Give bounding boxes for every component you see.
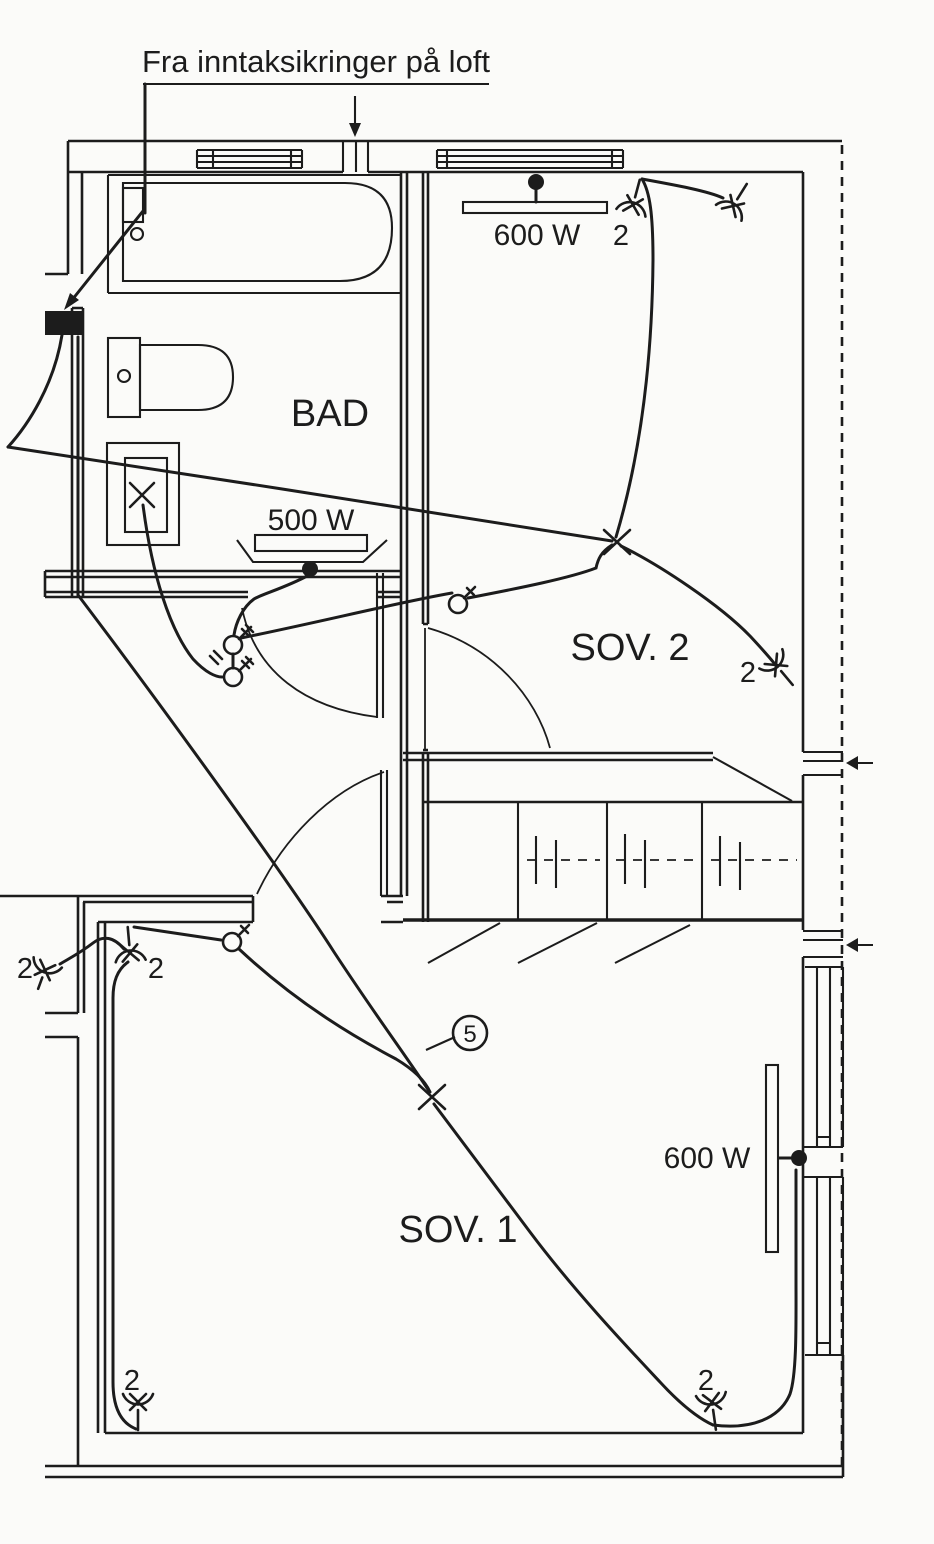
wire-sov1-lamp-to-bottom	[432, 1102, 715, 1427]
circuit-ref-label: 5	[463, 1021, 476, 1048]
title-label: Fra inntaksikringer på loft	[142, 44, 490, 79]
room-label-bathroom: BAD	[291, 393, 369, 435]
room-label-bedroom2: SOV. 2	[570, 627, 689, 669]
wire-bath-lamp-to-switch	[141, 503, 224, 679]
heater-label-bathroom: 500 W	[268, 504, 355, 537]
heater-sov1-right	[764, 1063, 807, 1254]
socket-sov1-bottom-left	[121, 1392, 155, 1432]
heater-label-sov2: 600 W	[494, 219, 581, 252]
lamp-point-sov2	[602, 528, 632, 556]
wire-branch-socket2	[640, 177, 725, 200]
outlet-count-sov1-bottom-left: 2	[124, 1365, 140, 1397]
outlet-count-sov1-inner: 2	[148, 953, 164, 985]
heater-sov2-top	[461, 174, 609, 215]
wire-sov2-lamp-to-right-socket	[619, 544, 776, 665]
outlet-count-sov2-top: 2	[613, 220, 629, 252]
wire-box-to-left-bend	[6, 333, 64, 449]
outlet-count-sov1-outside: 2	[17, 953, 33, 985]
socket-sov2-top	[615, 178, 647, 218]
socket-sov1-bottom-right	[694, 1390, 728, 1432]
heater-bathroom	[236, 533, 388, 577]
wire-sov1-switch-to-lamp	[237, 947, 432, 1094]
heater-label-sov1: 600 W	[664, 1142, 751, 1175]
vent-arrow-top-icon	[846, 756, 873, 770]
junction-box	[45, 311, 83, 335]
switch-sov1	[221, 923, 251, 953]
connection-dot	[528, 174, 544, 190]
switch-sov2	[447, 585, 477, 615]
outlet-count-sov1-bottom-right: 2	[698, 1365, 714, 1397]
wire-left-wall-down	[111, 960, 138, 1431]
vent-arrow-bottom-icon	[846, 938, 873, 952]
circuit-ref-badge: 5	[425, 1014, 489, 1052]
top-windows	[195, 141, 625, 172]
lamp-point-bathroom	[128, 481, 156, 509]
wire-sov2-lamp-to-switch	[466, 543, 614, 600]
wire-bottom-to-heater	[711, 1168, 798, 1428]
interior-walls	[0, 172, 805, 1435]
wire-sov2-lamp-to-wall	[614, 177, 655, 539]
outlet-count-sov2-right: 2	[740, 657, 756, 689]
toilet	[106, 336, 235, 419]
wiring	[6, 177, 798, 1431]
supply-feed	[45, 82, 489, 335]
socket-sov1-inner	[114, 925, 147, 964]
switch-hall-lower	[222, 655, 255, 688]
room-label-bedroom1: SOV. 1	[398, 1209, 517, 1251]
door-bedroom1	[256, 770, 389, 896]
wire-wall-to-sov1-switch	[132, 925, 223, 942]
connection-dot	[791, 1150, 807, 1166]
right-wall-windows	[803, 965, 845, 1477]
wire-hall-switch-to-sov2-switch	[239, 591, 454, 640]
socket-sov1-outside	[32, 956, 64, 991]
connection-dot	[302, 561, 318, 577]
closet-unit	[403, 800, 803, 964]
wire-500w-to-hall-switch	[232, 573, 311, 637]
wire-over-wall-to-outer-socket	[58, 936, 126, 966]
feed-arrow-icon	[64, 209, 145, 310]
down-arrow-icon	[349, 96, 361, 137]
wire-bend-to-sov2-lamp	[6, 445, 614, 543]
socket-sov2-top-right	[714, 182, 749, 223]
outer-walls	[45, 139, 844, 1479]
socket-sov2-right	[758, 647, 795, 687]
right-wall-vents	[803, 750, 873, 959]
lamp-point-sov1	[417, 1083, 447, 1111]
wire-to-sov1-lamp	[76, 593, 431, 1093]
door-bedroom2	[424, 627, 551, 750]
switch-hall-upper	[208, 623, 255, 666]
bathtub	[106, 173, 400, 295]
